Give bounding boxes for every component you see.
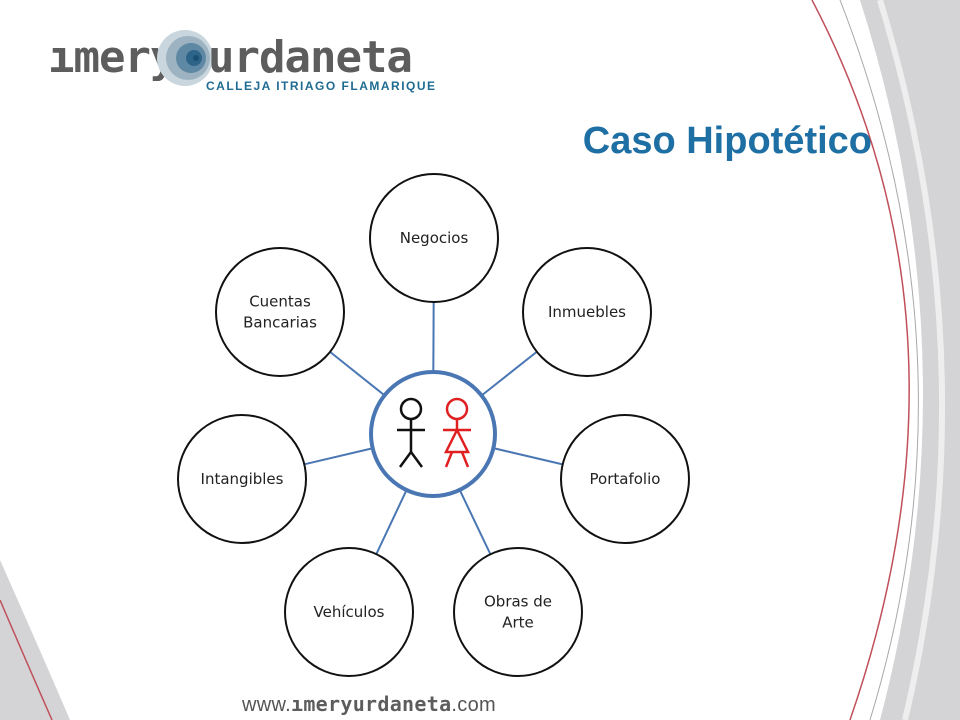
footer-url-suffix: .com bbox=[451, 694, 496, 716]
node-circle-cuentas-bancarias bbox=[215, 247, 345, 377]
page-title: Caso Hipotético bbox=[582, 120, 872, 162]
node-circle-portafolio bbox=[560, 414, 690, 544]
node-vehiculos: Vehículos bbox=[284, 547, 414, 677]
connector-intangibles bbox=[304, 447, 373, 466]
hub-circle bbox=[369, 370, 497, 498]
node-label-vehiculos: Vehículos bbox=[314, 603, 385, 621]
node-intangibles: Intangibles bbox=[177, 414, 307, 544]
center-hub bbox=[369, 370, 497, 498]
connector-cuentas-bancarias bbox=[329, 351, 386, 397]
company-logo: ımery urdaneta CALLEJA ITRIAGO FLAMARIQU… bbox=[48, 26, 435, 96]
node-label-portafolio: Portafolio bbox=[590, 470, 661, 488]
female-figure-icon bbox=[443, 397, 471, 468]
footer-url-brand: ımeryurdaneta bbox=[290, 692, 452, 716]
logo-word-imery: ımery bbox=[48, 32, 176, 83]
node-circle-obras-de-arte bbox=[453, 547, 583, 677]
connector-vehiculos bbox=[375, 489, 408, 555]
node-inmuebles: Inmuebles bbox=[522, 247, 652, 377]
node-label-negocios: Negocios bbox=[400, 229, 469, 247]
node-portafolio: Portafolio bbox=[560, 414, 690, 544]
logo-tagline: CALLEJA ITRIAGO FLAMARIQUE bbox=[206, 79, 437, 93]
node-negocios: Negocios bbox=[369, 173, 499, 303]
right-gray-curve bbox=[839, 0, 919, 720]
footer-url-prefix: www. bbox=[242, 694, 291, 716]
footer-website-url[interactable]: www.ımeryurdaneta.com bbox=[242, 692, 496, 717]
left-red-curve bbox=[0, 599, 53, 720]
connector-portafolio bbox=[493, 447, 563, 466]
logo-circle-mark bbox=[157, 30, 213, 86]
node-label-intangibles: Intangibles bbox=[201, 470, 284, 488]
node-circle-vehiculos bbox=[284, 547, 414, 677]
right-red-curve bbox=[811, 0, 910, 720]
node-circle-inmuebles bbox=[522, 247, 652, 377]
logo-word-urdaneta: urdaneta bbox=[208, 32, 413, 83]
node-circle-negocios bbox=[369, 173, 499, 303]
node-label-inmuebles: Inmuebles bbox=[548, 303, 626, 321]
connector-lines bbox=[304, 301, 563, 555]
right-gray-arc-inner bbox=[877, 0, 946, 720]
node-circle-intangibles bbox=[177, 414, 307, 544]
connector-inmuebles bbox=[480, 350, 538, 397]
left-gray-arc bbox=[0, 560, 70, 720]
connector-obras-de-arte bbox=[458, 489, 492, 555]
male-figure-icon bbox=[397, 397, 425, 468]
